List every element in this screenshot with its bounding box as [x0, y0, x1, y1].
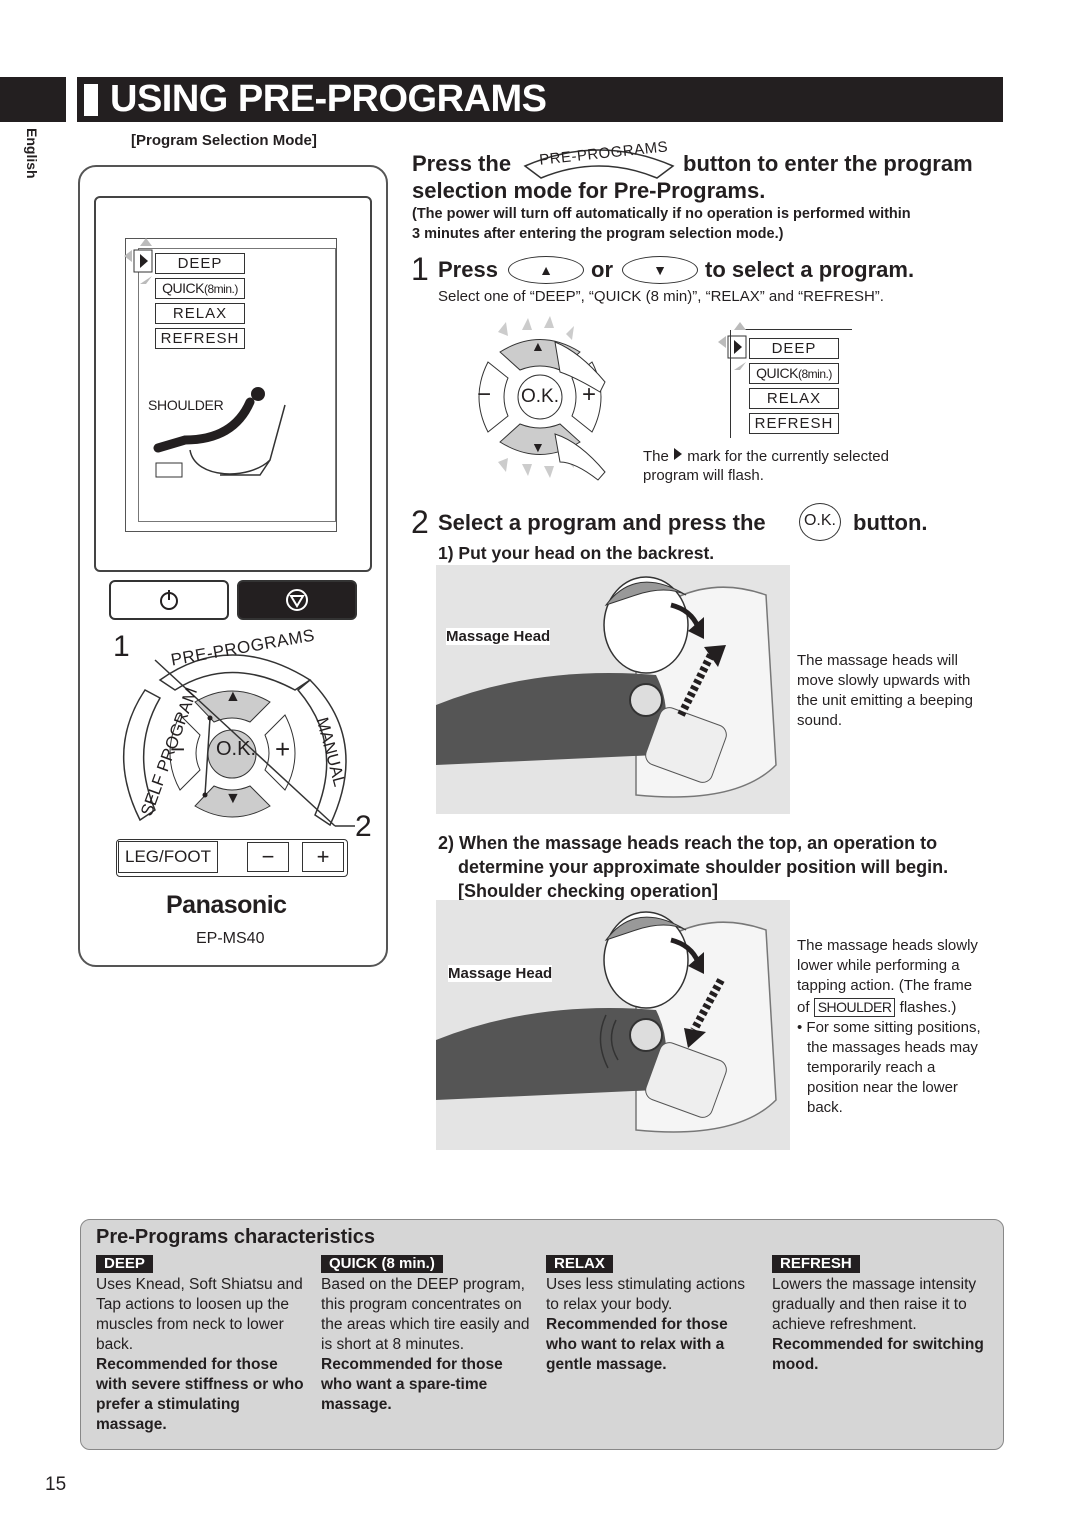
intro-line1-rest: button to enter the program	[683, 151, 973, 176]
pre-programs-button-shape	[523, 149, 675, 179]
remote-screen	[94, 196, 372, 572]
tag-quick: QUICK (8 min.)	[321, 1255, 443, 1273]
stop-icon	[286, 589, 308, 611]
remote-ok-button[interactable]: O.K.	[216, 738, 257, 760]
massage-head-label-1: Massage Head	[446, 628, 551, 645]
title-bar	[77, 77, 1003, 122]
illustration-head-on-backrest	[436, 565, 790, 814]
characteristics-title: Pre-Programs characteristics	[96, 1226, 376, 1248]
model-number: EP-MS40	[196, 930, 265, 947]
title-bar-marker	[84, 84, 98, 116]
step1-program-refresh: REFRESH	[749, 413, 839, 434]
remote-up-button[interactable]: ▲	[225, 688, 241, 705]
step1-program-quick: QUICK(8min.)	[749, 363, 839, 384]
step2-title-b: button.	[853, 510, 928, 535]
step1-plus: +	[582, 381, 597, 408]
remote-plus-button[interactable]: +	[275, 734, 291, 764]
step1-rest: to select a program.	[705, 257, 915, 282]
legfoot-panel	[116, 839, 348, 877]
stop-button[interactable]	[237, 580, 357, 620]
remote-minus-button[interactable]: −	[170, 734, 186, 764]
intro-note-line1: (The power will turn off automatically i…	[412, 206, 911, 222]
title-bar-left-block	[0, 77, 66, 122]
massage-head-label-2: Massage Head	[448, 965, 553, 982]
selection-flash-icon	[124, 238, 153, 284]
callout-1: 1	[113, 630, 130, 663]
remote-lcd-inner	[138, 248, 336, 522]
remote-down-button[interactable]: ▼	[225, 790, 241, 807]
step1-program-relax: RELAX	[749, 388, 839, 409]
step2-sub2-desc: The massage heads slowly lower while per…	[797, 937, 981, 1116]
language-tab: English	[24, 128, 40, 179]
shoulder-frame-box: SHOULDER	[813, 998, 896, 1017]
step2-title-a: Select a program and press the	[438, 510, 766, 535]
step1-up-button: ▲	[508, 256, 584, 284]
lcd-chair-figure-icon	[153, 387, 286, 478]
remote-dial-graphic	[123, 654, 355, 827]
callout-2: 2	[355, 810, 372, 843]
step2-sub1-desc: The massage heads will move slowly upwar…	[797, 652, 973, 729]
step2-ok-button: O.K.	[799, 503, 841, 541]
lcd-program-refresh: REFRESH	[155, 328, 245, 349]
step1-selection-flash-icon	[718, 322, 747, 370]
characteristics-col-relax: RELAX Uses less stimulating actions to r…	[546, 1255, 745, 1373]
step1-dial-illustration	[478, 316, 606, 481]
pre-programs-button: PRE-PROGRAMS	[523, 138, 675, 180]
step1-lcd-sideline	[730, 330, 731, 438]
power-button[interactable]	[109, 580, 229, 620]
intro-line2: selection mode for Pre-Programs.	[412, 178, 766, 203]
step1-mark-note-1: The mark for the currently selected	[643, 448, 889, 465]
lcd-program-relax: RELAX	[155, 303, 245, 324]
brand-logo: Panasonic	[166, 891, 287, 919]
step1-dial-down: ▼	[531, 439, 545, 455]
step1-or: or	[591, 257, 613, 282]
section-subtitle: [Program Selection Mode]	[131, 132, 317, 149]
step1-program-deep: DEEP	[749, 338, 839, 359]
intro-note-line2: 3 minutes after entering the program sel…	[412, 226, 784, 242]
step2-number: 2	[411, 504, 429, 540]
legfoot-minus-button[interactable]: −	[247, 842, 289, 872]
characteristics-col-deep: DEEP Uses Knead, Soft Shiatsu and Tap ac…	[96, 1255, 304, 1433]
characteristics-col-quick: QUICK (8 min.) Based on the DEEP program…	[321, 1255, 530, 1413]
step1-lcd-topline	[740, 329, 852, 330]
tag-refresh: REFRESH	[772, 1255, 860, 1273]
legfoot-label: LEG/FOOT	[118, 841, 218, 873]
step1-desc: Select one of “DEEP”, “QUICK (8 min)”, “…	[438, 288, 884, 305]
step1-mark-note-2: program will flash.	[643, 467, 764, 484]
remote-control	[78, 165, 388, 967]
characteristics-col-refresh: REFRESH Lowers the massage intensity gra…	[772, 1255, 984, 1373]
step2-sub1-title: 1) Put your head on the backrest.	[438, 543, 715, 563]
page-number: 15	[45, 1474, 67, 1495]
step1-down-button: ▼	[622, 256, 698, 284]
lcd-shoulder-label: SHOULDER	[148, 397, 224, 413]
step1-press: Press	[438, 257, 498, 282]
illustration-shoulder-check	[436, 900, 790, 1150]
legfoot-plus-button[interactable]: +	[302, 842, 344, 872]
lcd-program-deep: DEEP	[155, 253, 245, 274]
step2-sub2-title: 2) When the massage heads reach the top,…	[438, 833, 949, 901]
remote-lcd	[125, 238, 337, 532]
power-icon	[160, 590, 178, 610]
intro-press-the: Press the	[412, 151, 512, 176]
tag-relax: RELAX	[546, 1255, 613, 1273]
step1-dial-up: ▲	[531, 338, 545, 354]
step1-minus: −	[477, 381, 492, 408]
tag-deep: DEEP	[96, 1255, 153, 1273]
page-title: USING PRE-PROGRAMS	[110, 78, 547, 120]
step1-ok-button: O.K.	[521, 386, 560, 407]
step1-number: 1	[411, 251, 429, 287]
lcd-program-quick: QUICK(8min.)	[155, 278, 245, 299]
selection-mark-icon	[674, 448, 683, 460]
